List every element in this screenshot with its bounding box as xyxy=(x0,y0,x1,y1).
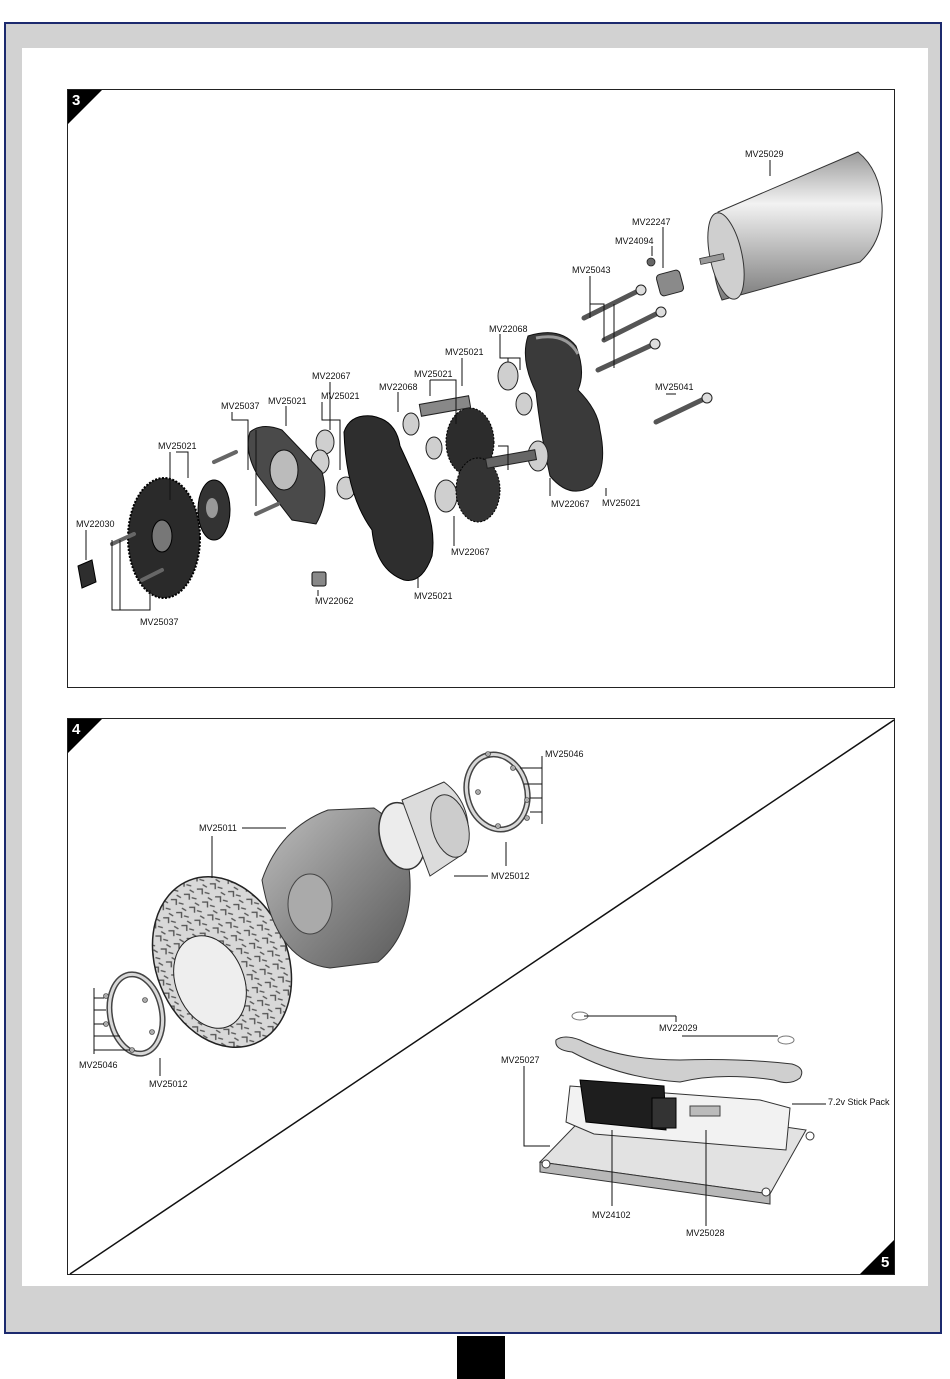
part-label-mv25037-top: MV25037 xyxy=(221,401,260,411)
part-label-mv25012-bottom: MV25012 xyxy=(149,1079,188,1089)
beadlock-ring-top xyxy=(458,748,536,837)
page-tab xyxy=(457,1336,505,1379)
part-label-mv25029: MV25029 xyxy=(745,149,784,159)
part-label-mv25027: MV25027 xyxy=(501,1055,540,1065)
gearbox-case-left xyxy=(344,416,433,581)
part-label-stick-pack: 7.2v Stick Pack xyxy=(828,1097,890,1107)
part-label-mv25037-bottom: MV25037 xyxy=(140,617,179,627)
part-label-mv25041: MV25041 xyxy=(655,382,694,392)
part-label-mv25028: MV25028 xyxy=(686,1228,725,1238)
part-label-mv22068-top: MV22068 xyxy=(489,324,528,334)
part-label-mv22062: MV22062 xyxy=(315,596,354,606)
part-label-mv25043: MV25043 xyxy=(572,265,611,275)
part-label-mv25021-left: MV25021 xyxy=(158,441,197,451)
part-label-mv22068-mid: MV22068 xyxy=(379,382,418,392)
part-label-mv24094: MV24094 xyxy=(615,236,654,246)
part-label-mv22067-top: MV22067 xyxy=(312,371,351,381)
screws-mv25043 xyxy=(584,290,706,422)
part-label-mv22067-right: MV22067 xyxy=(551,499,590,509)
part-label-mv22067-bottom: MV22067 xyxy=(451,547,490,557)
part-label-mv25021-b: MV25021 xyxy=(414,369,453,379)
part-label-mv25021-bottom: MV25021 xyxy=(414,591,453,601)
nut-mv22062 xyxy=(312,572,326,586)
nut-mv22030 xyxy=(78,560,96,588)
pinion-gear xyxy=(647,258,684,297)
step-5-number: 5 xyxy=(881,1254,889,1271)
step-4-number: 4 xyxy=(72,721,80,738)
motor-plate xyxy=(248,426,325,524)
part-label-mv25046-top: MV25046 xyxy=(545,749,584,759)
part-label-mv25046-bottom: MV25046 xyxy=(79,1060,118,1070)
step-3-number: 3 xyxy=(72,92,80,109)
battery-strap xyxy=(556,1037,802,1083)
part-label-mv25011: MV25011 xyxy=(199,823,237,833)
part-label-mv25021-d: MV25021 xyxy=(268,396,307,406)
part-label-mv22030: MV22030 xyxy=(76,519,115,529)
part-label-mv22247: MV22247 xyxy=(632,217,671,227)
part-label-mv25021-c: MV25021 xyxy=(321,391,360,401)
part-label-mv24102: MV24102 xyxy=(592,1210,631,1220)
slipper-hub xyxy=(198,480,230,540)
part-label-mv25021-a: MV25021 xyxy=(445,347,484,357)
part-label-mv25012-top: MV25012 xyxy=(491,871,530,881)
part-label-mv25021-right: MV25021 xyxy=(602,498,641,508)
part-label-mv22029: MV22029 xyxy=(659,1023,698,1033)
motor xyxy=(700,152,883,302)
spur-gear xyxy=(128,478,200,598)
